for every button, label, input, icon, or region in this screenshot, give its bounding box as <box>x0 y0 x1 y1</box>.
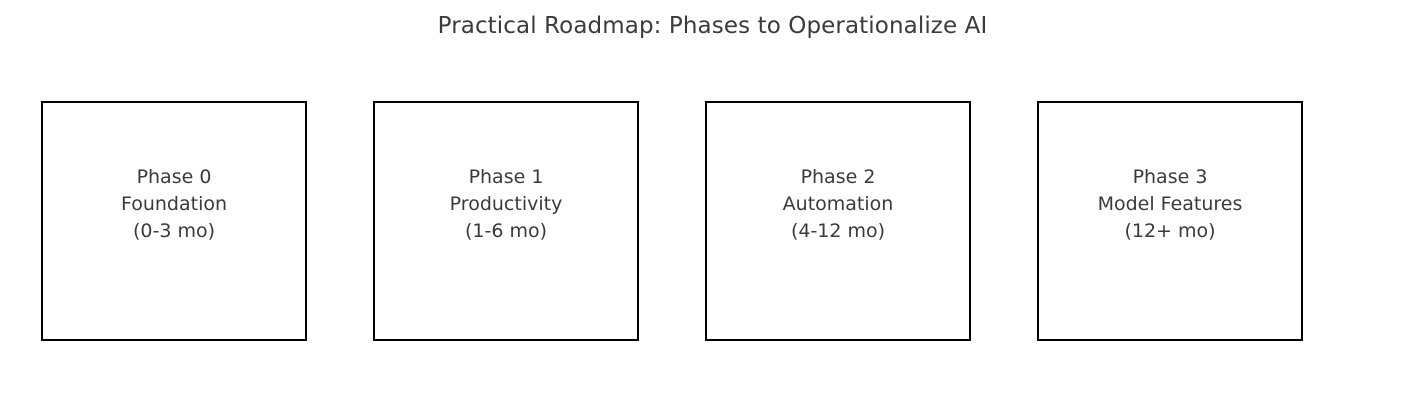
phase-box-label-0: Phase 0 Foundation (0-3 mo) <box>120 166 228 242</box>
phase-box-0[interactable]: Phase 0 Foundation (0-3 mo) <box>41 101 307 341</box>
phase-box-label-3: Phase 3 Model Features (12+ mo) <box>1097 166 1243 242</box>
phase-box-1[interactable]: Phase 1 Productivity (1-6 mo) <box>373 101 639 341</box>
phase-box-3[interactable]: Phase 3 Model Features (12+ mo) <box>1037 101 1303 341</box>
phase-box-label-2: Phase 2 Automation (4-12 mo) <box>782 166 894 242</box>
phase-box-label-1: Phase 1 Productivity (1-6 mo) <box>449 166 563 242</box>
phase-box-row: Phase 0 Foundation (0-3 mo) Phase 1 Prod… <box>41 101 1305 343</box>
page-title: Practical Roadmap: Phases to Operational… <box>437 13 988 39</box>
phase-box-2[interactable]: Phase 2 Automation (4-12 mo) <box>705 101 971 341</box>
